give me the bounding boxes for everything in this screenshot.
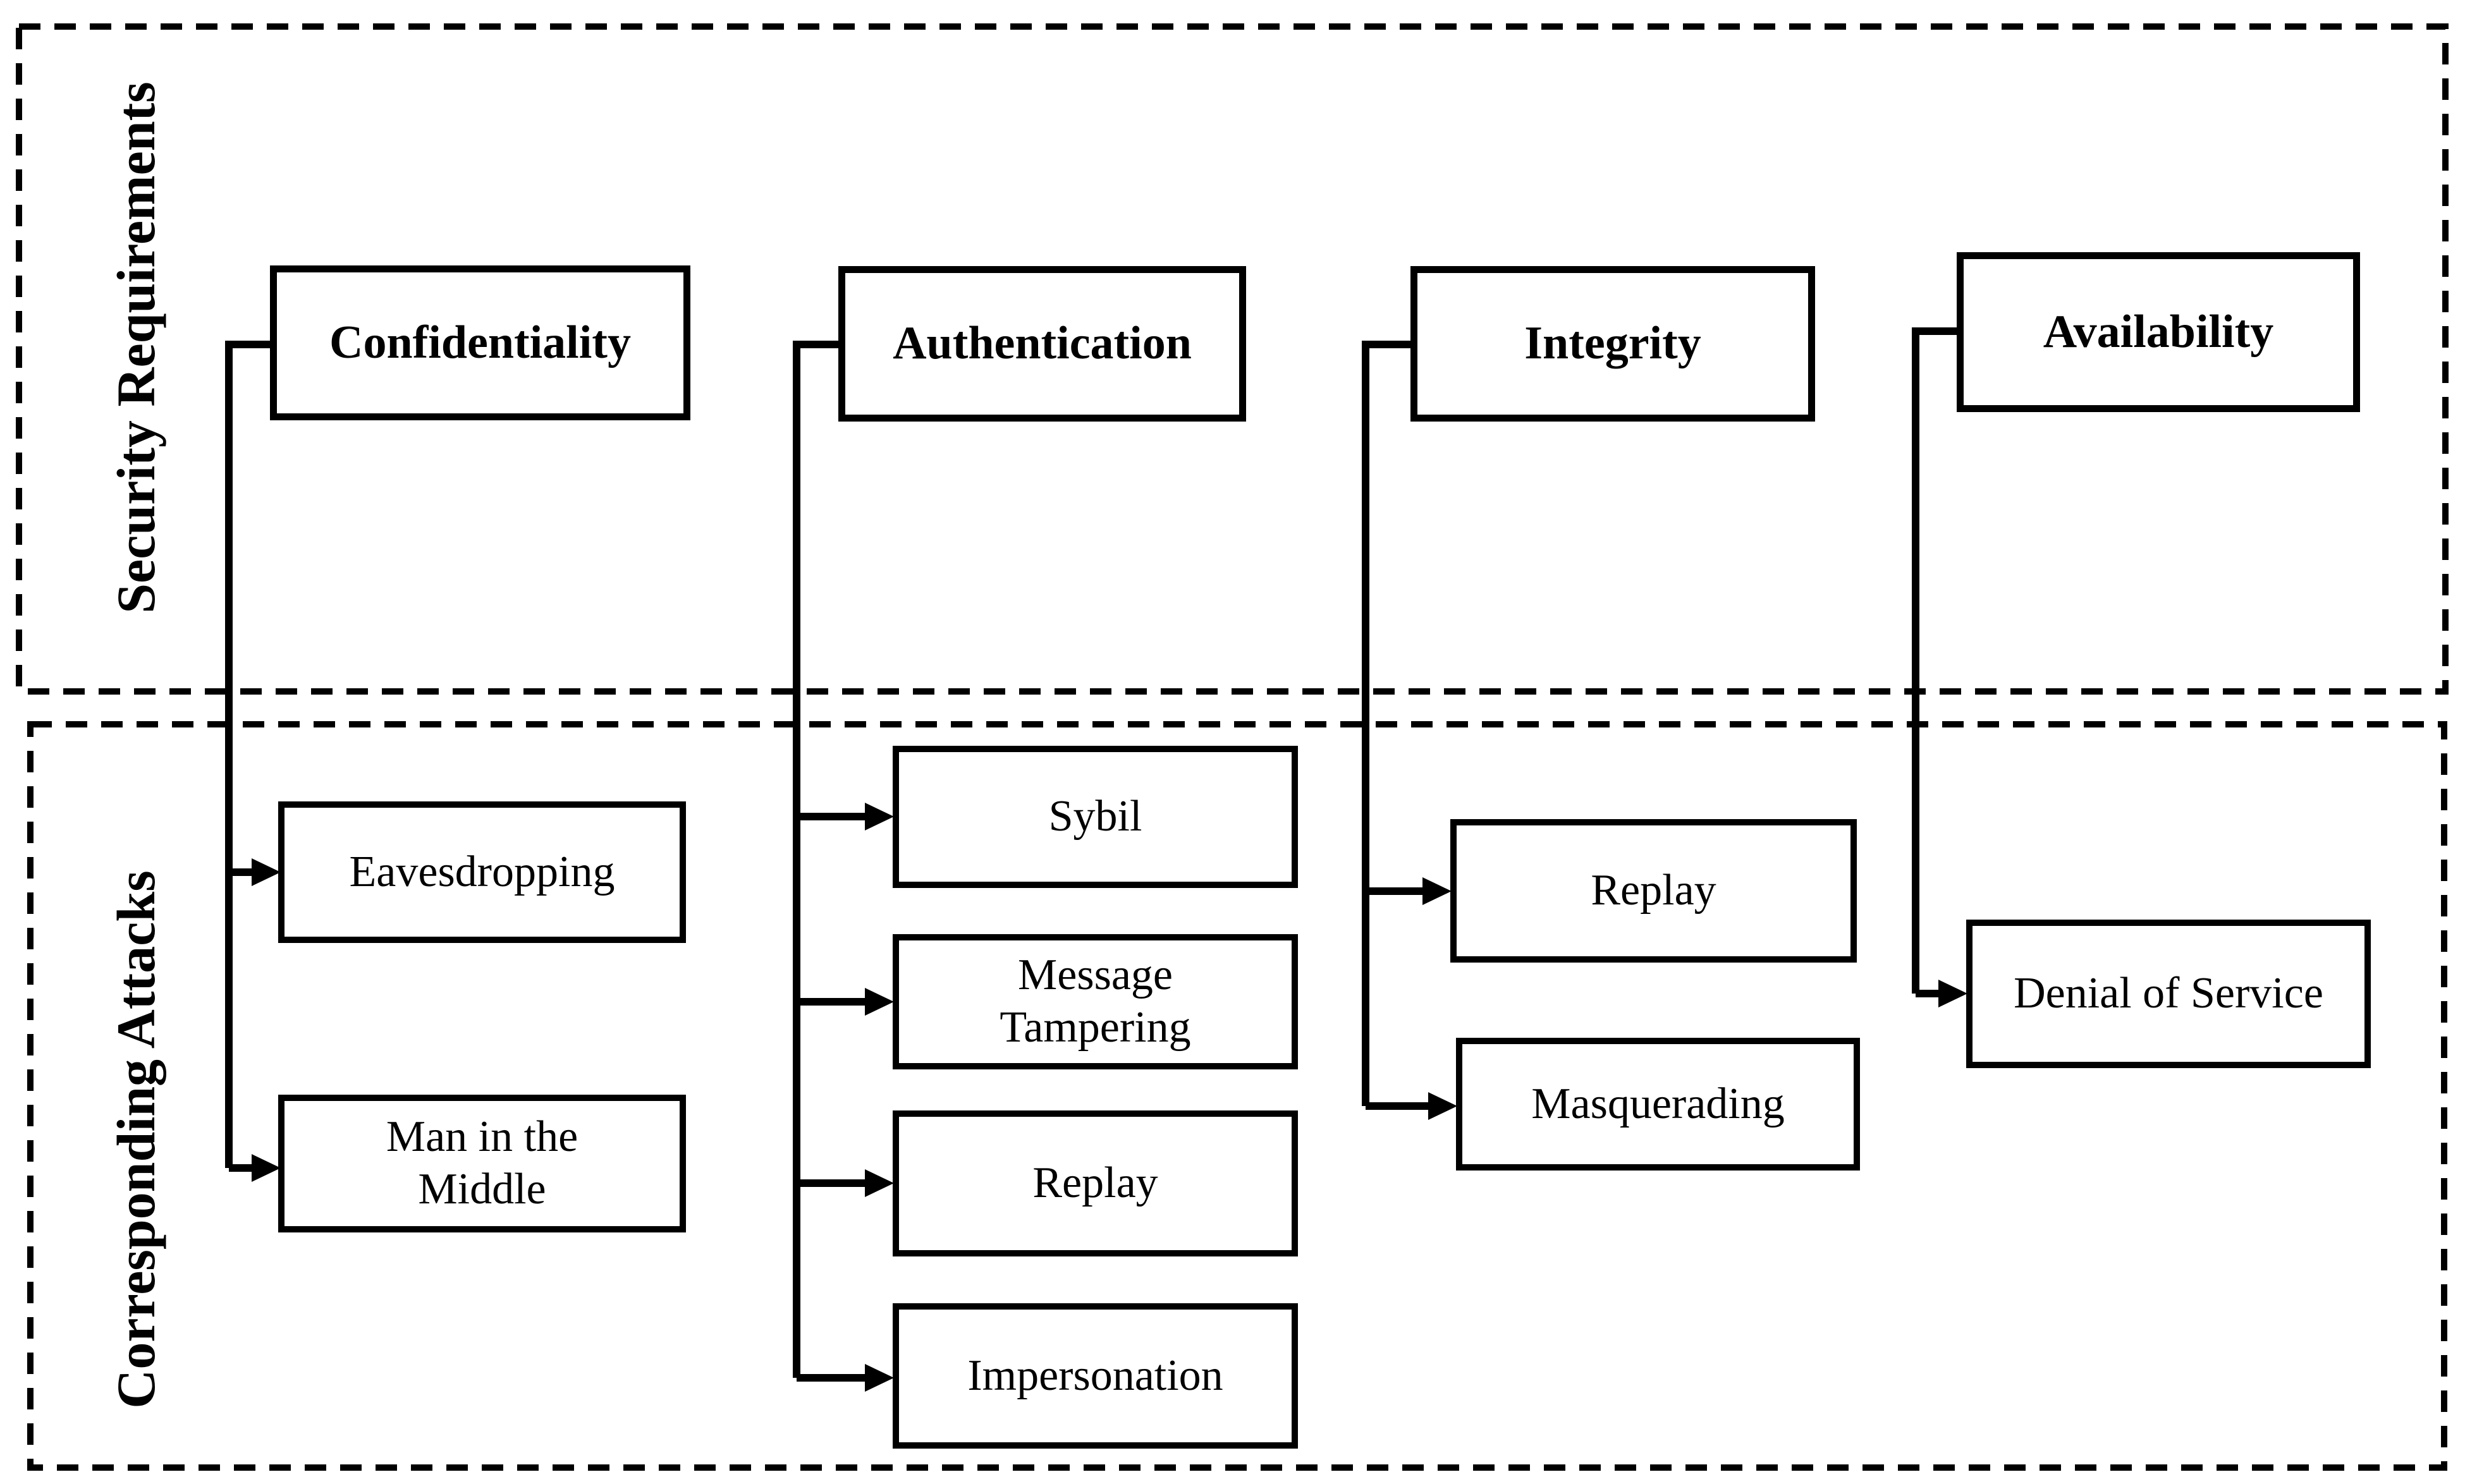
attack-box-replay-authentication: Replay <box>893 1110 1298 1256</box>
requirement-box-availability: Availability <box>1957 252 2360 412</box>
availability-trunk-connector <box>1912 327 1959 994</box>
section-label-corresponding-attacks: Corresponding Attacks <box>101 824 171 1456</box>
authentication-trunk-connector <box>793 341 841 1378</box>
arrowhead-masquerading-icon <box>1428 1092 1457 1120</box>
section-label-security-requirements: Security Requirements <box>101 32 171 664</box>
integrity-trunk-connector <box>1362 341 1413 1106</box>
requirement-label: Confidentiality <box>329 316 631 368</box>
attack-box-impersonation: Impersonation <box>893 1303 1298 1449</box>
attack-label: Replay <box>1591 866 1716 915</box>
attack-box-man-in-the-middle: Man in the Middle <box>278 1095 686 1232</box>
arrowhead-message-tampering-icon <box>865 988 894 1016</box>
arrowhead-denial-of-service-icon <box>1938 980 1967 1007</box>
attack-box-masquerading: Masquerading <box>1456 1038 1860 1171</box>
corresponding-attacks-section-frame <box>27 721 2447 1471</box>
attack-label: Replay <box>1032 1159 1158 1208</box>
requirement-box-authentication: Authentication <box>838 266 1246 422</box>
arrowhead-man-in-the-middle-icon <box>252 1154 281 1182</box>
attack-label: Sybil <box>1048 792 1142 841</box>
arrowhead-impersonation-icon <box>865 1364 894 1392</box>
requirement-box-integrity: Integrity <box>1410 266 1815 422</box>
requirement-label: Authentication <box>893 317 1192 370</box>
arrowhead-sybil-icon <box>865 803 894 830</box>
attack-box-denial-of-service: Denial of Service <box>1966 920 2371 1068</box>
attack-box-replay-integrity: Replay <box>1450 819 1857 963</box>
requirement-box-confidentiality: Confidentiality <box>270 265 690 420</box>
attack-box-message-tampering: Message Tampering <box>893 934 1298 1069</box>
requirement-label: Integrity <box>1524 317 1701 370</box>
attack-box-sybil: Sybil <box>893 746 1298 888</box>
attack-label: Message Tampering <box>1000 951 1191 1052</box>
attack-box-eavesdropping: Eavesdropping <box>278 801 686 943</box>
security-requirements-section-frame <box>16 23 2449 695</box>
section-label-text: Security Requirements <box>106 82 166 614</box>
arrowhead-replay-integrity-icon <box>1422 877 1452 905</box>
requirement-label: Availability <box>2043 305 2274 358</box>
arrowhead-replay-authentication-icon <box>865 1169 894 1197</box>
attack-label: Eavesdropping <box>349 847 615 896</box>
section-label-text: Corresponding Attacks <box>106 870 166 1409</box>
arrowhead-eavesdropping-icon <box>252 858 281 886</box>
attack-label: Impersonation <box>967 1351 1223 1400</box>
attack-label: Man in the Middle <box>386 1112 578 1213</box>
attack-label: Masquerading <box>1531 1079 1785 1128</box>
confidentiality-trunk-connector <box>225 341 272 1168</box>
attack-label: Denial of Service <box>2014 969 2323 1018</box>
